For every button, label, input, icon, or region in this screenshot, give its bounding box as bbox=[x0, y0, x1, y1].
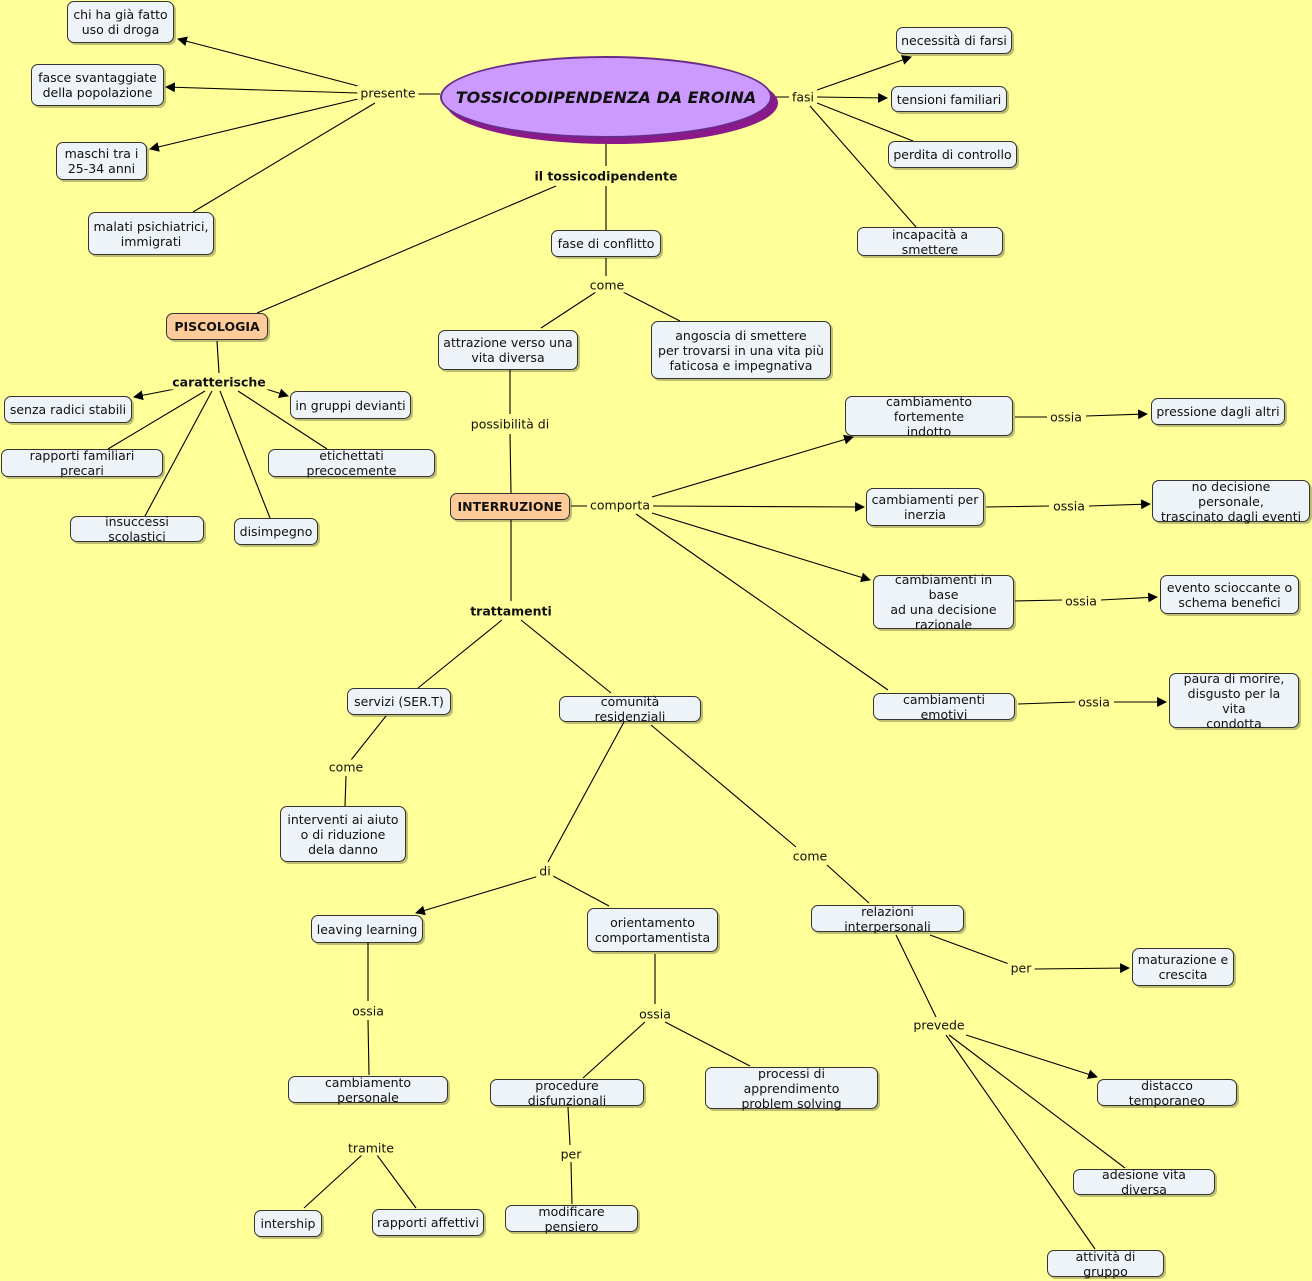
concept-orientamento-comportamentista[interactable]: orientamento comportamentista bbox=[587, 908, 718, 952]
link-label-come: come bbox=[586, 277, 628, 293]
concept-servizi-sert[interactable]: servizi (SER.T) bbox=[347, 688, 451, 715]
link-label-ossia: ossia bbox=[1050, 498, 1088, 514]
concept-senza-radici-stabili[interactable]: senza radici stabili bbox=[4, 396, 132, 423]
concept-fase-di-conflitto[interactable]: fase di conflitto bbox=[551, 230, 661, 257]
concept-necessita-di-farsi[interactable]: necessità di farsi bbox=[896, 27, 1012, 54]
link-label-di: di bbox=[536, 863, 554, 879]
link-label-presente: presente bbox=[357, 85, 419, 101]
concept-perdita-di-controllo[interactable]: perdita di controllo bbox=[888, 141, 1017, 168]
concept-rapporti-affettivi[interactable]: rapporti affettivi bbox=[372, 1209, 484, 1236]
concept-disimpegno[interactable]: disimpegno bbox=[234, 518, 318, 545]
concept-incapacita-a-smettere[interactable]: incapacità a smettere bbox=[857, 227, 1003, 257]
link-label-caratterische: caratterische bbox=[169, 374, 269, 390]
concept-interruzione[interactable]: INTERRUZIONE bbox=[450, 493, 570, 520]
link-label-prevede: prevede bbox=[910, 1017, 968, 1033]
concept-paura-di-morire[interactable]: paura di morire, disgusto per la vita co… bbox=[1169, 671, 1299, 731]
concept-interventi-di-aiuto[interactable]: interventi ai aiuto o di riduzione dela … bbox=[280, 806, 406, 862]
link-label-fasi: fasi bbox=[788, 89, 818, 105]
concept-insuccessi-scolastici[interactable]: insuccessi scolastici bbox=[70, 514, 204, 544]
concept-no-decisione-personale[interactable]: no decisione personale, trascinato dagli… bbox=[1152, 479, 1310, 524]
link-label-possibilita-di: possibilità di bbox=[467, 416, 553, 432]
concept-cambiamento-fortemente-indotto[interactable]: cambiamento fortemente indotto bbox=[845, 394, 1013, 439]
concept-modificare-pensiero[interactable]: modificare pensiero bbox=[505, 1204, 638, 1234]
link-label-come: come bbox=[325, 759, 367, 775]
concept-maschi-25-34[interactable]: maschi tra i 25-34 anni bbox=[56, 142, 147, 180]
link-label-tramite: tramite bbox=[345, 1140, 397, 1156]
link-label-per: per bbox=[1007, 960, 1035, 976]
link-label-ossia: ossia bbox=[1075, 694, 1113, 710]
concept-relazioni-interpersonali[interactable]: relazioni interpersonali bbox=[811, 904, 964, 934]
concept-attivita-di-gruppo[interactable]: attività di gruppo bbox=[1047, 1249, 1164, 1279]
concept-rapporti-familiari-precari[interactable]: rapporti familiari precari bbox=[1, 448, 163, 478]
concept-procedure-disfunzionali[interactable]: procedure disfunzionali bbox=[490, 1078, 644, 1108]
concept-distacco-temporaneo[interactable]: distacco temporaneo bbox=[1097, 1078, 1237, 1108]
concept-in-gruppi-devianti[interactable]: in gruppi devianti bbox=[290, 391, 411, 419]
concept-tensioni-familiari[interactable]: tensioni familiari bbox=[891, 86, 1007, 112]
concept-fasce-svantaggiate[interactable]: fasce svantaggiate della popolazione bbox=[31, 64, 164, 106]
link-label-per: per bbox=[557, 1146, 585, 1162]
concept-psicologia[interactable]: PISCOLOGIA bbox=[166, 313, 268, 340]
root-title: TOSSICODIPENDENZA DA EROINA bbox=[440, 56, 772, 138]
concept-angoscia-di-smettere[interactable]: angoscia di smettere per trovarsi in una… bbox=[651, 321, 831, 379]
concept-cambiamenti-per-inerzia[interactable]: cambiamenti per inerzia bbox=[866, 488, 984, 526]
concept-cambiamenti-decisione-razionale[interactable]: cambiamenti in base ad una decisione raz… bbox=[873, 572, 1014, 632]
concept-cambiamento-personale[interactable]: cambiamento personale bbox=[288, 1075, 448, 1105]
link-label-trattamenti: trattamenti bbox=[467, 603, 555, 619]
concept-adesione-vita-diversa[interactable]: adesione vita diversa bbox=[1073, 1167, 1215, 1197]
concept-chi-ha-gia-fatto-uso[interactable]: chi ha già fatto uso di droga bbox=[67, 1, 174, 43]
concept-malati-psichiatrici[interactable]: malati psichiatrici, immigrati bbox=[88, 212, 214, 255]
root-concept[interactable]: TOSSICODIPENDENZA DA EROINA bbox=[440, 56, 778, 144]
link-label-come: come bbox=[789, 848, 831, 864]
link-label-comporta: comporta bbox=[587, 497, 653, 513]
concept-etichettati-precocemente[interactable]: etichettati precocemente bbox=[268, 448, 435, 478]
concept-comunita-residenziali[interactable]: comunità residenziali bbox=[559, 694, 701, 724]
concept-pressione-dagli-altri[interactable]: pressione dagli altri bbox=[1151, 398, 1285, 425]
concept-leaving-learning[interactable]: leaving learning bbox=[311, 915, 423, 943]
concept-attrazione-vita-diversa[interactable]: attrazione verso una vita diversa bbox=[438, 330, 578, 370]
concept-evento-scioccante[interactable]: evento scioccante o schema benefici bbox=[1160, 575, 1299, 614]
link-label-ossia: ossia bbox=[1062, 593, 1100, 609]
link-label-il-tossicodipendente: il tossicodipendente bbox=[531, 168, 681, 184]
link-label-ossia: ossia bbox=[1047, 409, 1085, 425]
concept-processi-di-apprendimento[interactable]: processi di apprendimento problem solvin… bbox=[705, 1066, 878, 1111]
concept-intership[interactable]: intership bbox=[254, 1210, 322, 1237]
concept-maturazione-e-crescita[interactable]: maturazione e crescita bbox=[1132, 948, 1234, 986]
concept-cambiamenti-emotivi[interactable]: cambiamenti emotivi bbox=[873, 692, 1015, 722]
link-label-ossia: ossia bbox=[636, 1006, 674, 1022]
link-label-ossia: ossia bbox=[349, 1003, 387, 1019]
